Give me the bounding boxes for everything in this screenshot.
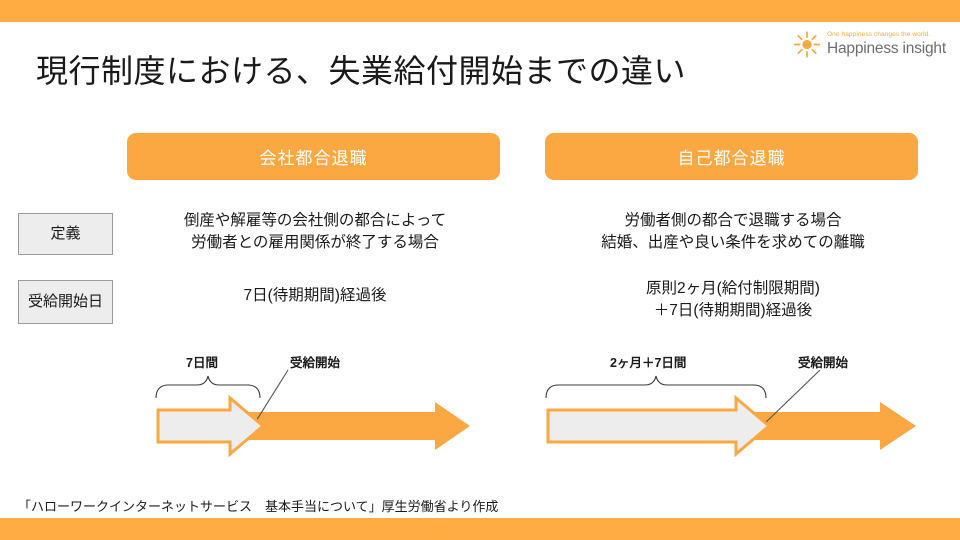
column-header-company-reason: 会社都合退職 xyxy=(127,133,500,180)
waiting-period-arrow xyxy=(156,394,266,458)
timeline-graphic-company-reason xyxy=(155,369,470,458)
row-label-start-date-line2: 開始日 xyxy=(58,293,104,311)
waiting-period-arrow xyxy=(546,394,772,458)
timeline-personal-reason: 2ヶ月＋7日間 受給開始 xyxy=(540,340,940,460)
row-label-start-date: 受給 開始日 xyxy=(18,280,113,324)
start-date-text-company-reason: 7日(待期期間)経過後 xyxy=(243,287,387,304)
brace-icon xyxy=(155,375,261,399)
logo-tagline: One happiness changes the world. xyxy=(827,31,931,38)
source-note: 「ハローワークインターネットサービス 基本手当について」厚生労働省より作成 xyxy=(18,499,499,514)
timeline-company-reason: 7日間 受給開始 xyxy=(150,340,510,460)
timeline-waiting-label-personal-reason: 2ヶ月＋7日間 xyxy=(610,356,687,370)
start-date-text-personal-reason: 原則2ヶ月(給付制限期間) ＋7日(待期期間)経過後 xyxy=(646,280,820,320)
benefit-period-arrow xyxy=(745,402,916,450)
row-label-start-date-line1: 受給 xyxy=(27,293,58,311)
benefit-period-arrow xyxy=(245,402,470,450)
start-leader-line xyxy=(761,369,821,427)
logo-name: Happiness insight xyxy=(827,39,946,57)
column-header-personal-reason: 自己都合退職 xyxy=(545,133,918,180)
brace-icon xyxy=(545,375,767,399)
definition-text-company-reason: 倒産や解雇等の会社側の都合によって 労働者との雇用関係が終了する場合 xyxy=(183,212,447,252)
definition-text-personal-reason: 労働者側の都合で退職する場合 結婚、出産や良い条件を求めての離職 xyxy=(601,212,865,252)
timeline-waiting-label-company-reason: 7日間 xyxy=(186,356,218,370)
timeline-start-label-company-reason: 受給開始 xyxy=(290,356,341,370)
row-label-definition: 定義 xyxy=(18,213,113,255)
timeline-graphic-personal-reason xyxy=(545,369,916,458)
start-leader-line xyxy=(252,369,289,427)
top-accent-bar xyxy=(0,0,960,22)
sun-icon xyxy=(793,31,821,58)
brand-logo: One happiness changes the world. Happine… xyxy=(792,24,952,64)
bottom-accent-bar xyxy=(0,518,960,540)
logo-text: One happiness changes the world. Happine… xyxy=(827,31,946,57)
page-title: 現行制度における、失業給付開始までの違い xyxy=(36,53,687,89)
timeline-start-label-personal-reason: 受給開始 xyxy=(798,356,849,370)
